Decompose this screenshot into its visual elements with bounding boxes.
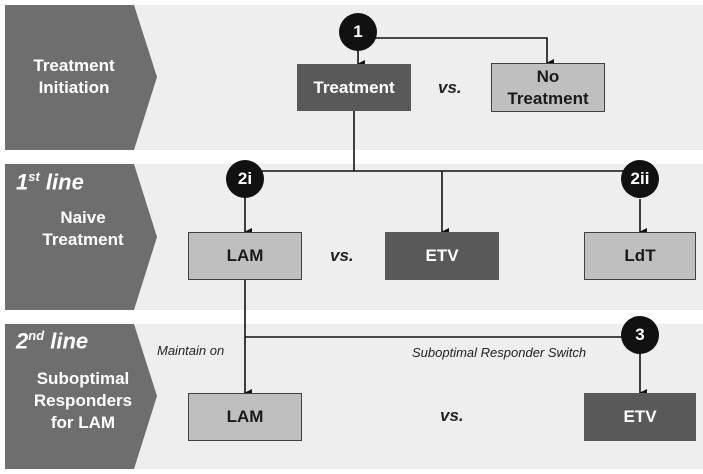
section-title-line: Suboptimal xyxy=(36,369,130,388)
tag-sup: st xyxy=(28,169,40,184)
box-label: ETV xyxy=(425,246,459,265)
tag-number: 2 xyxy=(16,328,29,354)
tag-rest: line xyxy=(44,328,89,354)
section-title-line: for LAM xyxy=(50,413,116,432)
lam-maintain-box: LAM xyxy=(188,393,302,441)
first-line-tag: 1st line xyxy=(16,169,84,195)
box-label: Treatment xyxy=(507,88,589,108)
lam-naive-box: LAM xyxy=(188,232,302,280)
second-line-tag: 2nd line xyxy=(16,328,88,354)
chevron-first-line xyxy=(5,164,157,310)
section-title-line: Treatment xyxy=(33,56,115,75)
vs-label: vs. xyxy=(440,406,464,425)
step-badge-2ii: 2ii xyxy=(621,160,659,198)
section-title-line: Initiation xyxy=(38,78,110,97)
section-title-line: Treatment xyxy=(42,230,124,249)
no-treatment-box: No Treatment xyxy=(491,63,605,112)
section-title-naive: Naive Treatment xyxy=(8,207,158,251)
box-label: No xyxy=(536,66,560,86)
section-title-line: Responders xyxy=(33,391,133,410)
box-label: Treatment xyxy=(313,77,395,97)
box-label: LdT xyxy=(624,246,656,265)
box-label: ETV xyxy=(623,407,657,426)
box-label: LAM xyxy=(226,407,264,426)
section-title-suboptimal: Suboptimal Responders for LAM xyxy=(8,368,158,434)
step-badge-1: 1 xyxy=(339,13,377,51)
chevron-second-line xyxy=(5,324,157,469)
vs-label: vs. xyxy=(438,78,462,97)
maintain-on-note: Maintain on xyxy=(157,343,225,358)
treatment-box: Treatment xyxy=(297,64,411,111)
chevron-initiation xyxy=(5,5,157,469)
etv-switch-box: ETV xyxy=(584,393,696,441)
suboptimal-switch-note: Suboptimal Responder Switch xyxy=(412,345,587,360)
section-title-initiation: Treatment Initiation xyxy=(8,55,140,99)
section-title-line: Naive xyxy=(60,208,106,227)
box-label: LAM xyxy=(226,246,264,265)
step-badge-2i: 2i xyxy=(226,160,264,198)
tag-number: 1 xyxy=(16,169,29,195)
tag-rest: line xyxy=(39,169,84,195)
band-initiation xyxy=(134,5,703,150)
etv-naive-box: ETV xyxy=(385,232,499,280)
step-badge-3: 3 xyxy=(621,316,659,354)
ldt-box: LdT xyxy=(584,232,696,280)
vs-label: vs. xyxy=(330,246,354,265)
tag-sup: nd xyxy=(28,328,45,343)
